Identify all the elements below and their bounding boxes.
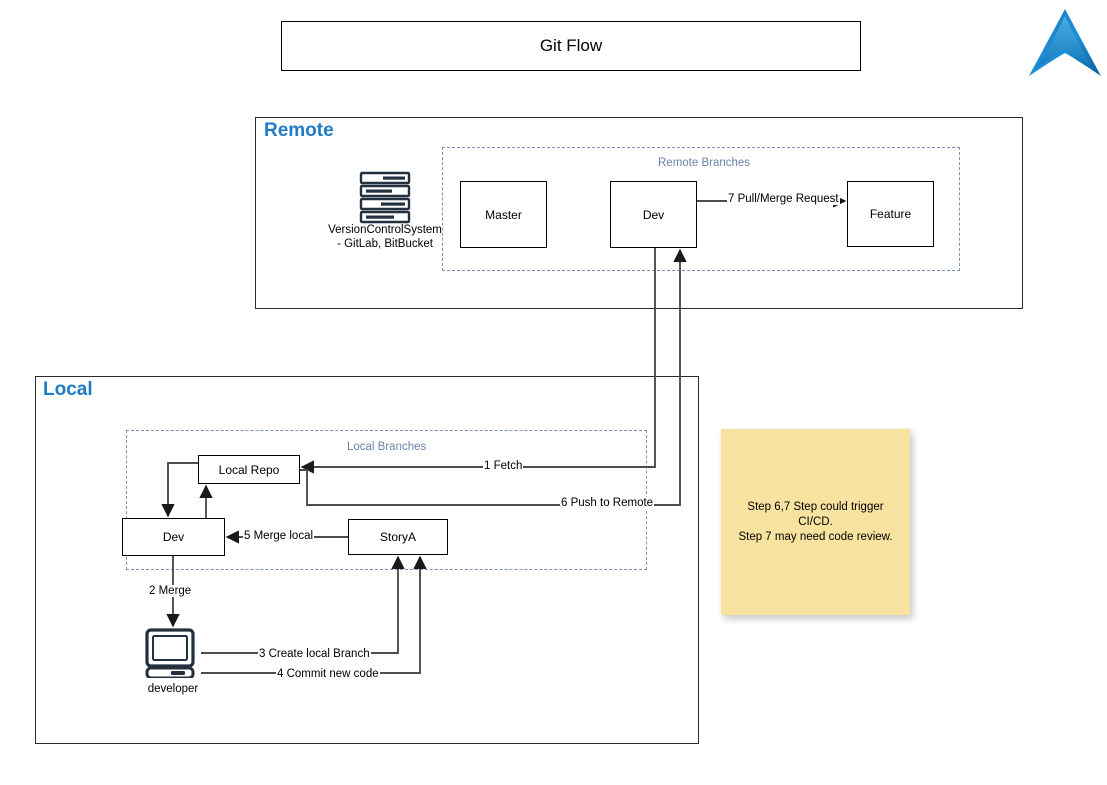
vcs-caption: VersionControlSystem - GitLab, BitBucket — [325, 223, 445, 251]
sticky-note-line-2: Step 7 may need code review. — [738, 530, 893, 543]
node-storya[interactable]: StoryA — [348, 519, 448, 555]
edge-label-pull-merge-request: 7 Pull/Merge Request — [727, 193, 840, 205]
node-remote-dev[interactable]: Dev — [610, 181, 697, 248]
edge-push-to-remote — [300, 248, 687, 506]
edge-label-fetch: 1 Fetch — [483, 460, 524, 472]
local-branches-label: Local Branches — [347, 441, 427, 453]
node-feature[interactable]: Feature — [847, 181, 934, 247]
edge-label-create-local-branch: 3 Create local Branch — [258, 648, 371, 660]
edge-create-local-branch — [201, 555, 405, 654]
edge-local-repo-to-dev — [161, 462, 198, 518]
vcs-caption-text: VersionControlSystem - GitLab, BitBucket — [328, 224, 442, 250]
developer-caption-text: developer — [147, 683, 199, 695]
sticky-note-line-1: Step 6,7 Step could trigger CI/CD. — [747, 500, 884, 528]
blue-chevron-logo-icon — [1029, 9, 1101, 76]
server-stack-icon — [359, 171, 411, 224]
local-zone — [35, 376, 699, 744]
node-local-repo[interactable]: Local Repo — [198, 455, 300, 484]
node-storya-label: StoryA — [379, 530, 416, 544]
node-master[interactable]: Master — [460, 181, 547, 248]
edge-fetch — [300, 248, 656, 474]
edge-label-merge-local: 5 Merge local — [243, 530, 315, 542]
node-local-repo-label: Local Repo — [218, 462, 280, 477]
edge-label-commit-new-code: 4 Commit new code — [276, 668, 380, 680]
edge-label-merge: 2 Merge — [148, 585, 193, 597]
edge-commit-new-code — [201, 555, 427, 674]
remote-zone-title: Remote — [264, 120, 334, 141]
sticky-note-text: Step 6,7 Step could trigger CI/CD. Step … — [721, 500, 910, 545]
node-master-label: Master — [485, 207, 522, 222]
computer-desktop-icon — [145, 628, 195, 678]
local-zone-title: Local — [43, 379, 93, 400]
node-feature-label: Feature — [869, 207, 912, 221]
node-local-dev-label: Dev — [162, 530, 185, 544]
edge-label-push-to-remote: 6 Push to Remote — [560, 497, 655, 509]
page-title: Git Flow — [281, 21, 861, 71]
sticky-note: Step 6,7 Step could trigger CI/CD. Step … — [721, 429, 910, 615]
remote-branches-label: Remote Branches — [658, 157, 751, 169]
remote-branches-group — [442, 147, 960, 271]
node-local-dev[interactable]: Dev — [122, 518, 225, 556]
page-title-text: Git Flow — [539, 36, 603, 55]
developer-caption: developer — [131, 683, 215, 695]
node-remote-dev-label: Dev — [642, 207, 665, 222]
